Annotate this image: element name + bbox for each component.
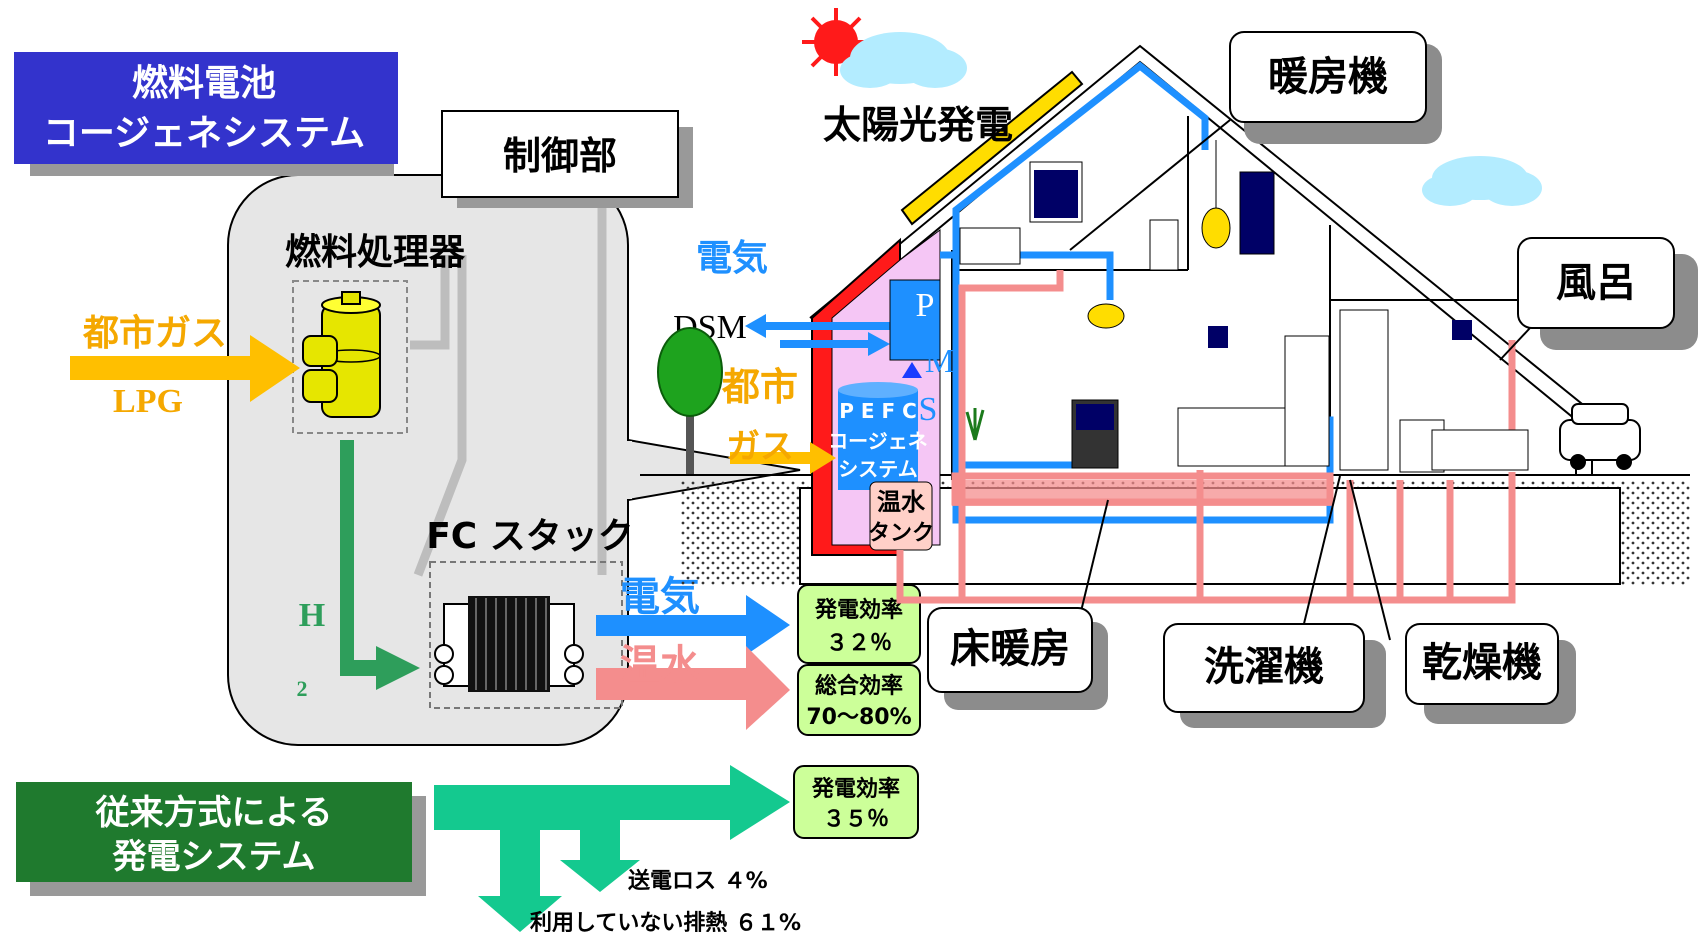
transmission-loss-label: 送電ロス ４%	[628, 868, 768, 894]
fc-total-eff-value: 70～80%	[806, 705, 911, 730]
floor-heating-label: 床暖房	[950, 626, 1070, 672]
house-city-gas-label-1: 都市	[721, 365, 798, 409]
fc-total-eff-title: 総合効率	[815, 673, 903, 699]
dsm-arrows	[745, 314, 890, 356]
car-icon	[1559, 403, 1641, 470]
conv-efficiency-box	[793, 765, 919, 839]
living-room	[965, 309, 1529, 473]
fuel-processor-label: 燃料処理器	[285, 232, 466, 273]
dryer-label: 乾燥機	[1422, 640, 1542, 686]
electricity-house-label: 電気	[696, 238, 768, 279]
washer-callout	[1163, 623, 1386, 728]
floor-heating-callout	[927, 607, 1108, 710]
pms-s: S	[919, 391, 938, 428]
bedroom	[959, 140, 1275, 329]
house-gas-arrow	[730, 442, 836, 474]
fc-stack-label: FC スタック	[426, 516, 634, 557]
solar-power-label: 太陽光発電	[823, 103, 1013, 147]
controller-label: 制御部	[503, 134, 617, 178]
solar-panel	[900, 70, 1084, 226]
h2-label: H	[299, 597, 325, 634]
title-line-1: 燃料電池	[132, 63, 276, 104]
hot-water-output-arrow	[596, 646, 790, 730]
conventional-line-2: 発電システム	[113, 837, 316, 877]
hot-water-output-label: 温水	[620, 642, 701, 688]
cloud-icon	[840, 32, 967, 88]
sun-icon	[802, 8, 870, 76]
pms-unit	[889, 279, 941, 361]
tank-label-2: タンク	[868, 521, 934, 546]
pms-p: P	[916, 287, 935, 324]
pefc-label-1: P E F C	[839, 399, 917, 423]
house-city-gas-label-2: ガス	[726, 427, 794, 467]
fuel-processor-icon	[292, 280, 408, 434]
pefc-label-2: コージェネ	[828, 429, 928, 453]
fc-gen-eff-value: ３２％	[826, 631, 892, 656]
fc-gen-eff-title: 発電効率	[814, 597, 903, 623]
fuel-input-arrow	[70, 335, 300, 402]
h2-subscript: 2	[297, 676, 308, 701]
heater-label: 暖房機	[1268, 54, 1388, 100]
pms-m: M	[925, 343, 955, 380]
dryer-callout	[1405, 623, 1576, 724]
tree-icon	[657, 327, 723, 474]
conventional-box	[16, 782, 426, 896]
city-gas-label: 都市ガス	[82, 313, 227, 354]
bath-label: 風呂	[1556, 260, 1636, 306]
callout-leaders	[1069, 119, 1531, 641]
washer-label: 洗濯機	[1204, 644, 1324, 690]
unused-heat-label: 利用していない排熱 ６１%	[530, 910, 801, 932]
internal-pipes	[410, 205, 607, 577]
h2-arrow	[340, 440, 420, 690]
fc-efficiency-box	[797, 584, 921, 736]
floor-heating-panel	[952, 480, 1332, 506]
lpg-label: LPG	[113, 383, 183, 420]
tank-label-1: 温水	[877, 488, 926, 516]
title-box	[14, 52, 398, 176]
pefc-unit	[838, 382, 918, 490]
pms-up-arrow	[902, 362, 922, 378]
electricity-output-arrow	[596, 595, 790, 655]
heater-callout	[1229, 31, 1442, 144]
conv-gen-eff-title: 発電効率	[811, 776, 900, 802]
cloud-icon-2	[1422, 156, 1542, 206]
conventional-arrows	[434, 765, 790, 932]
bath-callout	[1517, 237, 1698, 350]
conv-gen-eff-value: ３５％	[823, 807, 889, 832]
conventional-line-1: 従来方式による	[95, 793, 333, 833]
title-line-2: コージェネシステム	[43, 113, 365, 154]
pefc-label-3: システム	[838, 457, 917, 481]
controller-box	[441, 110, 693, 208]
